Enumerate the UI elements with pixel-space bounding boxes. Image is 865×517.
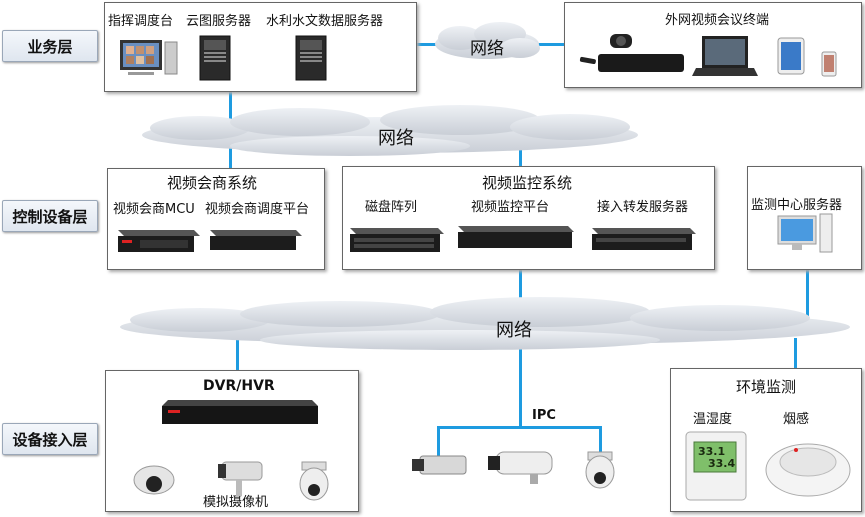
video-monitoring-system-title: 视频监控系统 (482, 174, 573, 192)
command-console-label: 指挥调度台 (108, 14, 174, 29)
relay-server-label: 接入转发服务器 (597, 200, 689, 215)
humidity-readout-1: 33.1 (698, 445, 726, 458)
box-camera-icon (412, 455, 467, 475)
video-monitoring-system-box (342, 166, 715, 270)
phone-icon (821, 51, 837, 77)
ip-bullet-camera-icon (488, 451, 553, 484)
network-cloud-small (435, 22, 540, 59)
dvr-recorder-icon (162, 400, 318, 424)
layer-label-business: 业务层 (2, 30, 98, 62)
conference-platform-label: 视频会商调度平台 (205, 202, 310, 217)
hydro-server-label: 水利水文数据服务器 (266, 14, 384, 29)
dome-camera-icon (133, 465, 175, 495)
analog-cameras-label: 模拟摄像机 (203, 495, 269, 510)
cloud-server-label: 云图服务器 (186, 14, 252, 29)
layer-label-control: 控制设备层 (2, 200, 98, 232)
network-label-small: 网络 (470, 39, 504, 59)
link-business-cloud (229, 92, 232, 126)
link-cloud-conference (229, 145, 232, 170)
smoke-label: 烟感 (783, 412, 810, 427)
tablet-icon (777, 37, 805, 75)
video-conference-system-title: 视频会商系统 (167, 174, 258, 192)
link-ipc-cam3 (599, 426, 602, 454)
monitoring-center-server-label: 监测中心服务器 (751, 198, 843, 213)
link-bottomcloud-dvr (236, 336, 239, 370)
humidity-label: 温湿度 (693, 412, 733, 427)
bullet-camera-icon (218, 461, 263, 496)
external-terminals-title: 外网视频会议终端 (665, 13, 770, 28)
cloud-server-icon (199, 35, 231, 81)
link-cloud-monitor (519, 142, 522, 168)
relay-server-icon (592, 228, 696, 250)
monitoring-platform-server-icon (458, 226, 574, 248)
link-center-bottomcloud (806, 268, 809, 324)
workstation-icon (777, 213, 833, 253)
disk-array-icon (350, 228, 444, 252)
network-label-bottom: 网络 (496, 320, 532, 341)
link-bottomcloud-ipc (519, 340, 522, 428)
layer-label-access: 设备接入层 (2, 423, 98, 455)
video-conference-system-box (107, 168, 325, 270)
monitoring-platform-label: 视频监控平台 (471, 200, 550, 215)
dvr-title: DVR/HVR (203, 378, 275, 394)
link-business-smallcloud (416, 43, 440, 46)
disk-array-label: 磁盘阵列 (365, 200, 418, 215)
ip-ptz-camera-icon (585, 451, 615, 489)
network-label-top: 网络 (378, 128, 414, 149)
ptz-camera-icon (299, 461, 329, 501)
link-monitor-bottomcloud (519, 268, 522, 312)
laptop-icon (692, 36, 758, 76)
mcu-server-icon (118, 230, 200, 252)
conference-mcu-label: 视频会商MCU (113, 202, 195, 217)
environment-monitoring-title: 环境监测 (736, 378, 797, 396)
video-conference-terminal-icon (579, 34, 684, 72)
thermo-hygrometer-icon (685, 431, 747, 501)
command-console-icon (120, 40, 178, 75)
network-cloud-top (142, 105, 638, 156)
humidity-readout-2: 33.4 (708, 457, 736, 470)
smoke-detector-icon (765, 443, 851, 497)
link-ipc-bus (437, 426, 602, 429)
network-cloud-bottom (120, 297, 850, 350)
link-bottomcloud-env (794, 338, 797, 368)
link-smallcloud-external (534, 43, 564, 46)
link-ipc-cam1 (437, 426, 440, 456)
hydro-server-icon (295, 35, 327, 81)
conference-platform-server-icon (210, 230, 302, 250)
ipc-title: IPC (532, 408, 556, 423)
